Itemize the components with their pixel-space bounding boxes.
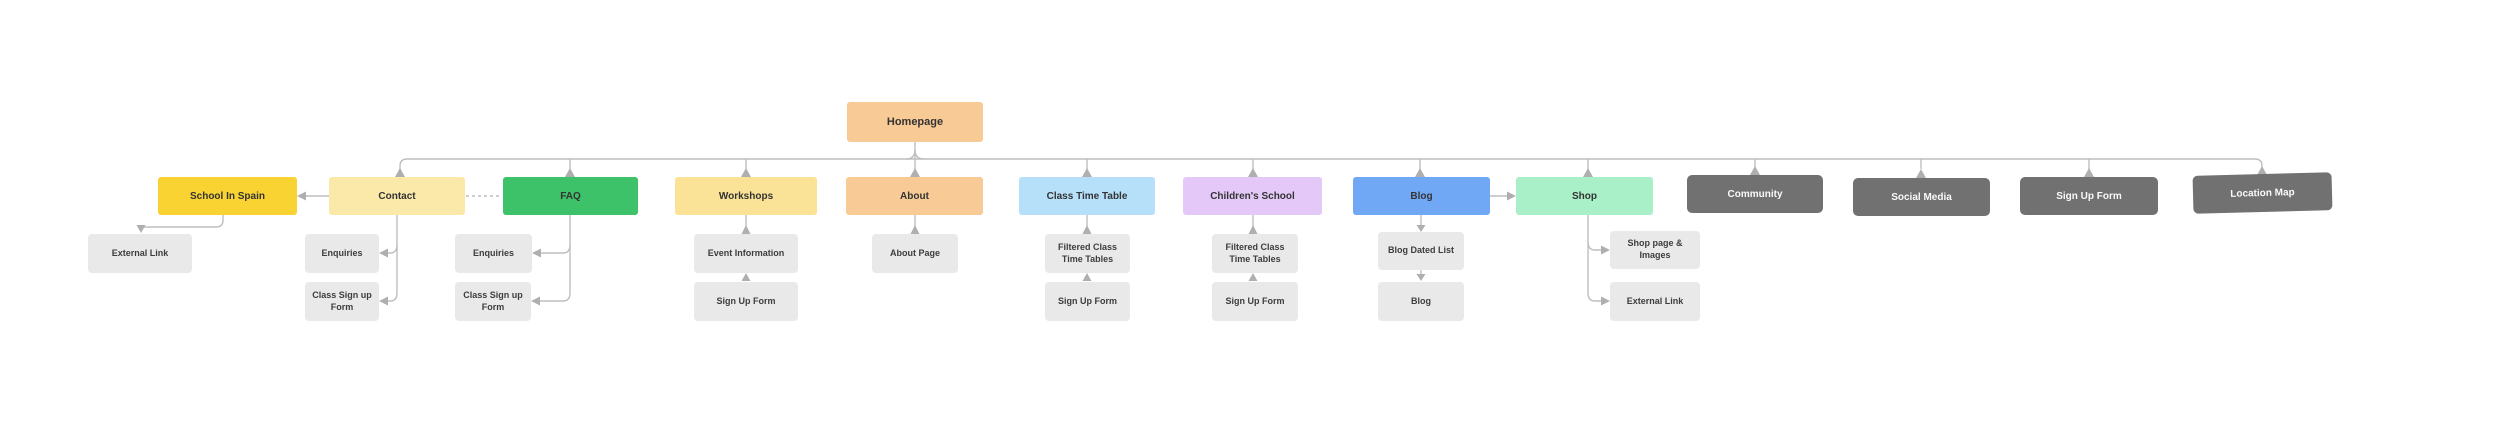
node-label: Filtered Class Time Tables	[1225, 241, 1285, 264]
node-filtered-tables-ctt[interactable]: Filtered Class Time Tables	[1045, 234, 1130, 273]
node-label: Event Information	[707, 247, 785, 258]
node-event-information[interactable]: Event Information	[694, 234, 798, 273]
node-shop-page-images[interactable]: Shop page & Images	[1610, 231, 1700, 269]
node-blog-child[interactable]: Blog	[1378, 282, 1464, 321]
node-label: Blog Dated List	[1387, 245, 1454, 256]
node-location-map[interactable]: Location Map	[2192, 172, 2333, 214]
node-label: External Link	[111, 247, 169, 258]
node-label: Enquiries	[472, 247, 514, 258]
node-label: Sign Up Form	[1225, 295, 1285, 306]
node-class-signup-contact[interactable]: Class Sign up Form	[305, 282, 379, 321]
node-signup-ctt[interactable]: Sign Up Form	[1045, 282, 1130, 321]
node-filtered-tables-childrens[interactable]: Filtered Class Time Tables	[1212, 234, 1298, 273]
node-shop[interactable]: Shop	[1516, 177, 1653, 215]
node-label: Filtered Class Time Tables	[1057, 241, 1118, 264]
node-label: External Link	[1626, 295, 1684, 306]
connector-trunk	[399, 158, 2263, 170]
node-label: Class Sign up Form	[463, 289, 523, 312]
node-label: Class Time Table	[1046, 190, 1128, 202]
node-label: Location Map	[2230, 186, 2295, 200]
node-label: Homepage	[886, 116, 944, 128]
node-faq[interactable]: FAQ	[503, 177, 638, 215]
node-label: Shop	[1572, 190, 1597, 202]
node-school-in-spain[interactable]: School In Spain	[158, 177, 297, 215]
node-label: Blog	[1411, 295, 1431, 306]
node-label: FAQ	[560, 190, 581, 202]
node-label: Shop page & Images	[1627, 238, 1683, 260]
node-about-page[interactable]: About Page	[872, 234, 958, 273]
node-sign-up-form[interactable]: Sign Up Form	[2020, 177, 2158, 215]
node-class-time-table[interactable]: Class Time Table	[1019, 177, 1155, 215]
node-contact[interactable]: Contact	[329, 177, 465, 215]
node-community[interactable]: Community	[1687, 175, 1823, 213]
node-class-signup-faq[interactable]: Class Sign up Form	[455, 282, 531, 321]
node-homepage[interactable]: Homepage	[847, 102, 983, 142]
node-label: Enquiries	[321, 247, 363, 258]
node-label: Blog	[1410, 190, 1433, 202]
connector-school-external	[140, 215, 224, 230]
node-label: Sign Up Form	[1058, 295, 1117, 306]
node-workshops[interactable]: Workshops	[675, 177, 817, 215]
node-signup-workshops[interactable]: Sign Up Form	[694, 282, 798, 321]
node-childrens-school[interactable]: Children's School	[1183, 177, 1322, 215]
node-label: Sign Up Form	[2056, 190, 2122, 202]
node-about[interactable]: About	[846, 177, 983, 215]
node-external-link-shop[interactable]: External Link	[1610, 282, 1700, 321]
node-blog[interactable]: Blog	[1353, 177, 1490, 215]
node-enquiries-faq[interactable]: Enquiries	[455, 234, 532, 273]
node-label: Workshops	[718, 190, 774, 202]
node-label: Class Sign up Form	[312, 289, 372, 312]
node-label: Social Media	[1891, 191, 1952, 203]
node-external-link[interactable]: External Link	[88, 234, 192, 273]
node-signup-childrens[interactable]: Sign Up Form	[1212, 282, 1298, 321]
node-label: Children's School	[1210, 190, 1295, 202]
node-label: Community	[1727, 188, 1783, 200]
node-social-media[interactable]: Social Media	[1853, 178, 1990, 216]
node-label: Sign Up Form	[716, 295, 776, 306]
node-label: About Page	[889, 247, 940, 258]
node-enquiries-contact[interactable]: Enquiries	[305, 234, 379, 273]
node-label: Contact	[378, 190, 416, 202]
node-blog-dated-list[interactable]: Blog Dated List	[1378, 232, 1464, 270]
node-label: About	[900, 190, 929, 202]
node-label: School In Spain	[189, 190, 265, 202]
